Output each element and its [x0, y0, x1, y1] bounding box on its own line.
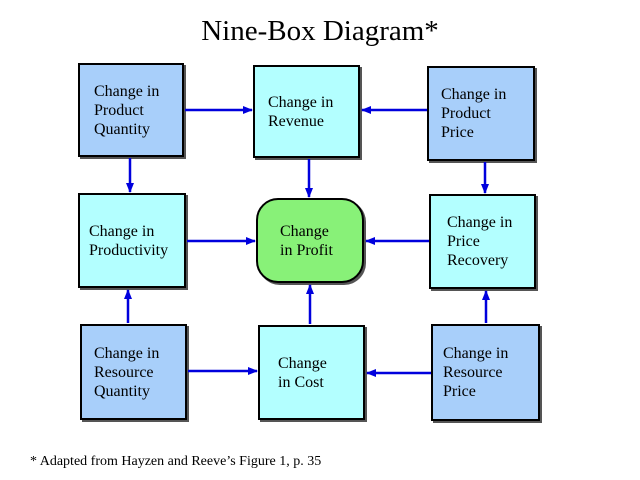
box-price-recovery: Change in Price Recovery: [429, 194, 536, 289]
box-cost-label: Change in Cost: [278, 354, 327, 391]
box-productivity-label: Change in Productivity: [89, 222, 169, 259]
box-revenue: Change in Revenue: [253, 65, 360, 158]
box-resource-quantity: Change in Resource Quantity: [80, 324, 187, 420]
box-productivity: Change in Productivity: [78, 193, 186, 288]
box-product-quantity-label: Change in Product Quantity: [94, 82, 160, 138]
box-price-recovery-label: Change in Price Recovery: [447, 214, 513, 269]
box-resource-quantity-label: Change in Resource Quantity: [94, 344, 160, 400]
box-product-quantity: Change in Product Quantity: [78, 63, 184, 157]
box-resource-price: Change in Resource Price: [431, 324, 540, 421]
box-profit-label: Change in Profit: [280, 222, 333, 259]
box-cost: Change in Cost: [258, 325, 365, 420]
footnote: * Adapted from Hayzen and Reeve’s Figure…: [30, 454, 322, 469]
box-resource-price-label: Change in Resource Price: [443, 345, 509, 400]
box-product-price: Change in Product Price: [427, 66, 535, 161]
box-product-price-label: Change in Product Price: [441, 86, 507, 141]
box-profit: Change in Profit: [256, 198, 364, 283]
diagram-title: Nine-Box Diagram*: [201, 15, 439, 47]
box-revenue-label: Change in Revenue: [268, 93, 334, 130]
